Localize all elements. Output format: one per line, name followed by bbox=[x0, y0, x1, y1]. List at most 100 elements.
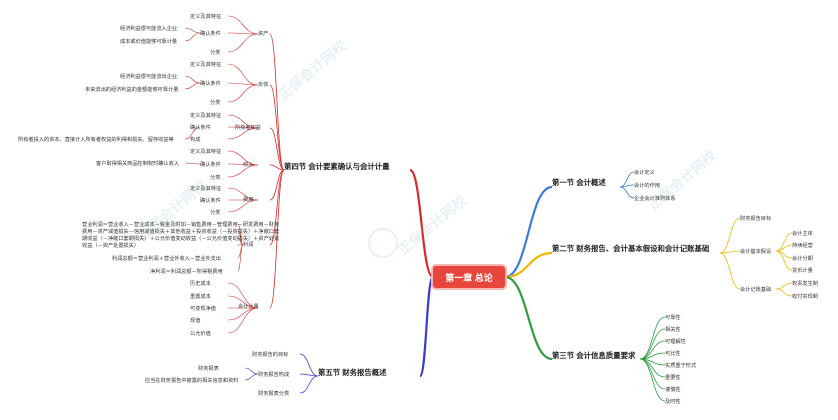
s4-item[interactable]: 确认条件 bbox=[190, 125, 211, 131]
s4-item[interactable]: 确认条件 bbox=[200, 81, 221, 87]
s4-item[interactable]: 确认条件 bbox=[200, 198, 221, 204]
connector-line bbox=[775, 250, 793, 259]
s4-profit-line[interactable]: 营业利润＝营业收入－营业成本－税金及附加－销售费用－管理费用－研发费用－财务 bbox=[82, 222, 280, 228]
s4-item[interactable]: 历史成本 bbox=[190, 281, 211, 287]
section-3-title[interactable]: 第三节 会计信息质量要求 bbox=[552, 351, 636, 360]
s3-item[interactable]: 可理解性 bbox=[665, 339, 686, 345]
connector-line bbox=[184, 32, 201, 42]
s3-item[interactable]: 重要性 bbox=[665, 375, 681, 381]
s3-item[interactable]: 可靠性 bbox=[665, 315, 681, 321]
s2-item[interactable]: 权责发生制 bbox=[792, 281, 818, 287]
s4-sub[interactable]: 经济利益很可能流出企业 bbox=[120, 74, 178, 80]
s4-item[interactable]: 确认条件 bbox=[200, 162, 221, 168]
connector-line bbox=[269, 169, 285, 201]
connector-line bbox=[639, 340, 666, 360]
s4-item[interactable]: 分类 bbox=[210, 175, 221, 181]
connector-line bbox=[719, 217, 741, 254]
connector-line bbox=[227, 84, 259, 103]
s4-group-profit[interactable]: 利润 bbox=[243, 242, 254, 248]
connector-line bbox=[775, 232, 793, 252]
s3-item[interactable]: 可比性 bbox=[665, 351, 681, 357]
s2-group[interactable]: 会计记账基础 bbox=[740, 287, 772, 293]
connector-line bbox=[775, 250, 793, 271]
connector-line bbox=[719, 252, 741, 290]
connector-line bbox=[639, 328, 666, 360]
connector-line bbox=[504, 251, 553, 279]
s3-item[interactable]: 实质重于形式 bbox=[665, 363, 697, 369]
connector-line bbox=[719, 250, 741, 254]
connector-line bbox=[227, 307, 259, 334]
connector-line bbox=[299, 353, 319, 377]
s4-item[interactable]: 分类 bbox=[210, 50, 221, 56]
connector-line bbox=[639, 358, 666, 366]
s3-item[interactable]: 及时性 bbox=[665, 399, 681, 405]
s4-profit-line[interactable]: 收益（－资产处置损失） bbox=[82, 243, 140, 249]
section-4-title[interactable]: 第四节 会计要素确认与会计计量 bbox=[284, 162, 390, 171]
s5-sub[interactable]: 应当在财务报告中披露的相关信息和资料 bbox=[145, 378, 239, 384]
s4-item[interactable]: 定义及其特征 bbox=[190, 62, 222, 68]
connector-line bbox=[775, 282, 793, 290]
s4-profit-line[interactable]: 期收益（－净敞口套期损失）＋公允价值变动收益（－公允价值变动损失）＋资产处置 bbox=[82, 236, 280, 242]
s4-item[interactable]: 分类 bbox=[210, 100, 221, 106]
s4-sub[interactable]: 所有者投入的资本、直接计入所有者权益的利得和损失、留存收益等 bbox=[18, 137, 174, 143]
connector-line bbox=[184, 162, 201, 165]
s5-item[interactable]: 财务报表分类 bbox=[258, 391, 290, 397]
s4-profit-line[interactable]: 利润总额＝营业利润＋营业外收入－营业外支出 bbox=[112, 256, 221, 262]
s4-group-measurement[interactable]: 会计计量 bbox=[238, 304, 259, 310]
connector-line bbox=[244, 367, 259, 375]
s2-item[interactable]: 会计分期 bbox=[792, 256, 813, 262]
s2-item[interactable]: 收付实现制 bbox=[792, 294, 818, 300]
connector-line bbox=[227, 82, 259, 86]
s4-item[interactable]: 定义及其特征 bbox=[190, 14, 222, 20]
connector-line bbox=[639, 358, 666, 390]
s2-item[interactable]: 持续经营 bbox=[792, 243, 813, 249]
connector-line bbox=[237, 244, 244, 272]
connector-line bbox=[227, 33, 259, 53]
s4-sub[interactable]: 未来流出的经济利益的金额能够可靠计量 bbox=[85, 87, 179, 93]
s3-item[interactable]: 相关性 bbox=[665, 327, 681, 333]
connector-line bbox=[269, 164, 285, 171]
s4-sub[interactable]: 客户取得相关商品控制权时确认收入 bbox=[96, 161, 180, 167]
s4-sub[interactable]: 经济利益很可能流入企业 bbox=[120, 26, 178, 32]
s3-item[interactable]: 谨慎性 bbox=[665, 387, 681, 393]
s4-item[interactable]: 确认条件 bbox=[200, 31, 221, 37]
connector-line bbox=[619, 186, 635, 199]
s4-item[interactable]: 构成 bbox=[190, 137, 201, 143]
section-5-title[interactable]: 第五节 财务报告概述 bbox=[318, 368, 387, 377]
s2-group[interactable]: 财务报告目标 bbox=[740, 216, 772, 222]
s4-item[interactable]: 定义及其特征 bbox=[190, 186, 222, 192]
s5-item[interactable]: 财务报告构成 bbox=[258, 372, 290, 378]
s4-item[interactable]: 分类 bbox=[210, 210, 221, 216]
s1-item[interactable]: 企业会计准则体系 bbox=[634, 196, 676, 202]
s4-item[interactable]: 定义及其特征 bbox=[190, 113, 222, 119]
connector-line bbox=[184, 82, 201, 90]
s4-item[interactable]: 定义及其特征 bbox=[190, 149, 222, 155]
s4-profit-line[interactable]: 净利润＝利润总额－所得税费用 bbox=[150, 269, 223, 275]
s4-item[interactable]: 可变现净值 bbox=[190, 306, 216, 312]
connector-line bbox=[639, 358, 666, 402]
s2-item[interactable]: 会计主体 bbox=[792, 231, 813, 237]
s2-item[interactable]: 货币计量 bbox=[792, 268, 813, 274]
s4-item[interactable]: 公允价值 bbox=[190, 331, 211, 337]
s5-sub[interactable]: 财务报表 bbox=[198, 366, 219, 372]
section-1-title[interactable]: 第一节 会计概述 bbox=[552, 178, 606, 187]
s4-item[interactable]: 重置成本 bbox=[190, 294, 211, 300]
s4-group-equity[interactable]: 所有者权益 bbox=[235, 125, 261, 131]
s4-group-liability[interactable]: 负债 bbox=[258, 82, 269, 88]
s4-sub[interactable]: 成本或价值能够可靠计量 bbox=[120, 39, 178, 45]
s4-profit-line[interactable]: 费用－资产减值损失－信用减值损失＋其他收益＋投资收益（－投资损失）＋净敞口套 bbox=[82, 229, 280, 235]
section-2-title[interactable]: 第二节 财务报告、会计基本假设和会计记账基础 bbox=[552, 244, 710, 253]
s4-group-asset[interactable]: 资产 bbox=[258, 31, 269, 37]
connector-line bbox=[639, 352, 666, 360]
s5-item[interactable]: 财务报告的目标 bbox=[252, 352, 289, 358]
connector-line bbox=[184, 75, 201, 84]
s1-item[interactable]: 会计定义 bbox=[634, 170, 655, 176]
s4-group-revenue[interactable]: 收入 bbox=[243, 162, 254, 168]
connector-line bbox=[418, 275, 435, 378]
s2-group[interactable]: 会计基本假设 bbox=[740, 249, 772, 255]
s1-item[interactable]: 会计的作用 bbox=[634, 183, 660, 189]
s4-item[interactable]: 现值 bbox=[190, 318, 201, 324]
s4-group-expense[interactable]: 费用 bbox=[243, 197, 254, 203]
central-topic[interactable]: 第一章 总论 bbox=[433, 266, 505, 288]
